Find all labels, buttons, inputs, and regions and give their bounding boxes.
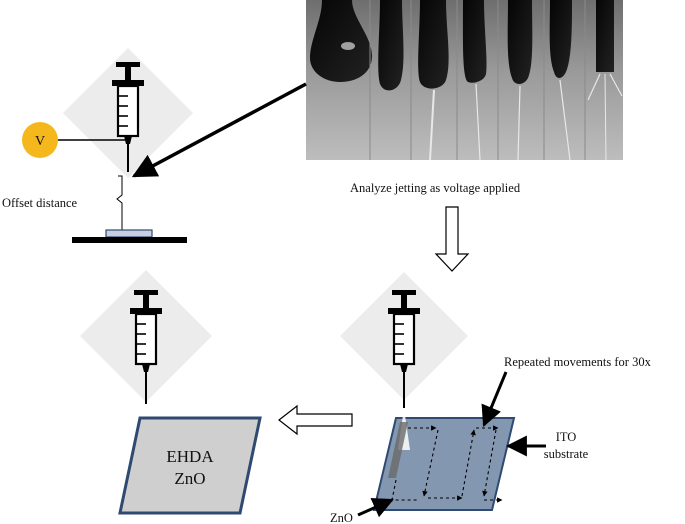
ehda-label: EHDA	[166, 447, 214, 466]
setup-panel: V Offset distance	[2, 48, 193, 243]
offset-bracket	[116, 175, 123, 231]
substrate-sample	[105, 229, 153, 238]
frame-stable-jet	[507, 0, 533, 161]
zno-film-label: ZnO	[174, 469, 205, 488]
result-panel: EHDA ZnO	[80, 270, 262, 515]
ito-substrate	[372, 417, 516, 511]
zno-callout-arrow	[357, 498, 394, 518]
frame-dripping-2	[378, 0, 404, 91]
zno-label: ZnO	[330, 511, 353, 524]
voltage-source-icon: V	[22, 122, 58, 158]
analyze-caption: Analyze jetting as voltage applied	[350, 181, 521, 195]
frame-cone-jet	[462, 0, 487, 161]
ito-label: ITO	[556, 430, 577, 444]
repeated-movements-label: Repeated movements for 30x	[504, 355, 652, 369]
hollow-arrow-left-icon	[278, 404, 353, 436]
frame-dripping	[310, 0, 372, 82]
jetting-image-strip	[306, 0, 623, 161]
frame-thin-jet	[549, 0, 572, 161]
substrate-label: substrate	[544, 447, 589, 461]
repeat-callout-arrow	[481, 371, 508, 427]
zno-trace	[388, 422, 408, 478]
ehda-zno-film	[118, 416, 262, 515]
stage-platform	[72, 237, 187, 243]
printing-panel: Repeated movements for 30x ITO substrate…	[330, 272, 652, 524]
frame-multi-jet	[587, 0, 623, 161]
frame-pulsating	[418, 0, 449, 161]
offset-distance-label: Offset distance	[2, 196, 78, 210]
voltage-label: V	[35, 134, 45, 149]
hollow-arrow-down-icon	[434, 206, 470, 272]
zoom-arrow	[131, 82, 307, 178]
